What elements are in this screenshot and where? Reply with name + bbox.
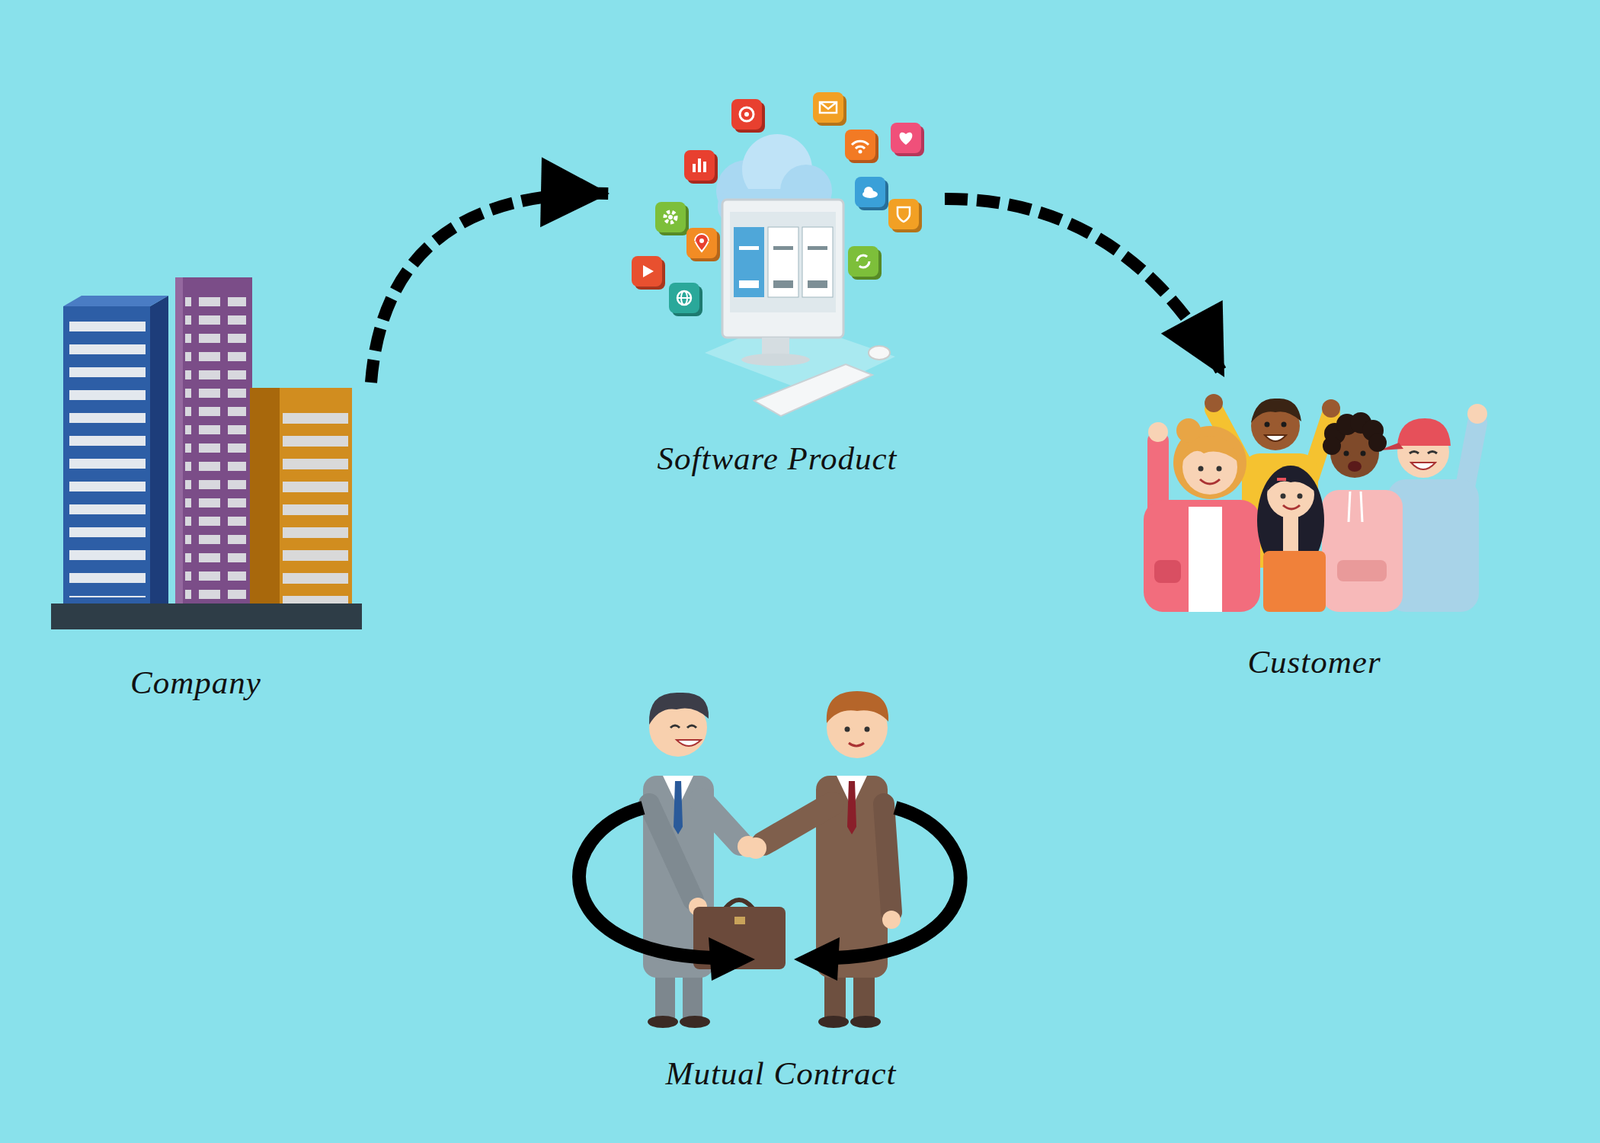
illustrated-node: Customer: [1127, 377, 1501, 690]
blue-building-stripes: [69, 318, 146, 598]
purple-building-edge: [175, 277, 183, 618]
node-label: Company: [130, 662, 262, 703]
app-icon: [631, 256, 666, 290]
arrowhead: [540, 156, 610, 228]
app-icon: [848, 246, 882, 280]
businessman: [745, 691, 901, 1028]
monitor: [722, 199, 844, 338]
mouse: [868, 345, 890, 360]
app-icon: [890, 122, 925, 157]
monitor-base: [741, 353, 810, 366]
app-icon: [844, 129, 879, 164]
person: [1321, 412, 1403, 612]
node-label: Customer: [1247, 642, 1381, 682]
dashed-line: [371, 193, 610, 383]
node-label: Mutual Contract: [665, 1053, 897, 1094]
illustrated-node: Company: [20, 275, 372, 711]
building-base: [51, 603, 362, 630]
blue-building-top: [63, 295, 169, 307]
person: [1257, 465, 1326, 612]
orange-building-stripes: [282, 405, 349, 605]
illustrated-node: Software Product: [609, 89, 945, 487]
app-icon: [731, 99, 765, 133]
software-illustration: [631, 92, 925, 416]
businessman: [643, 692, 786, 1028]
price-panel: [768, 227, 799, 298]
price-panel: [733, 227, 765, 298]
keyboard: [754, 364, 873, 416]
app-icon: [684, 150, 718, 184]
handshake-illustration: [579, 691, 961, 1028]
monitor-screen: [729, 211, 836, 313]
orange-building: [279, 387, 352, 618]
orange-building-side: [249, 387, 280, 618]
dashed-arrow: [944, 198, 1225, 378]
dashed-arrow: [371, 156, 610, 383]
customer-group: [1143, 393, 1488, 612]
blue-building-side: [150, 295, 169, 612]
illustrated-node: Mutual Contract: [548, 674, 1014, 1101]
app-icon: [812, 92, 847, 126]
price-panel: [802, 227, 833, 298]
node-label: Software Product: [657, 438, 898, 479]
dashed-line: [944, 198, 1225, 378]
app-icon: [888, 198, 922, 233]
app-icon: [854, 176, 889, 211]
person: [1143, 418, 1261, 612]
app-icon: [655, 201, 689, 236]
panel-bars: [739, 246, 828, 288]
exchange-arrows: [579, 807, 961, 981]
arrowhead: [1161, 300, 1225, 378]
app-icon: [668, 282, 703, 317]
purple-building: [175, 277, 253, 618]
app-icon: [686, 227, 720, 262]
company-buildings: [51, 277, 362, 630]
blue-building: [63, 306, 151, 612]
purple-building-windows: [185, 288, 247, 604]
